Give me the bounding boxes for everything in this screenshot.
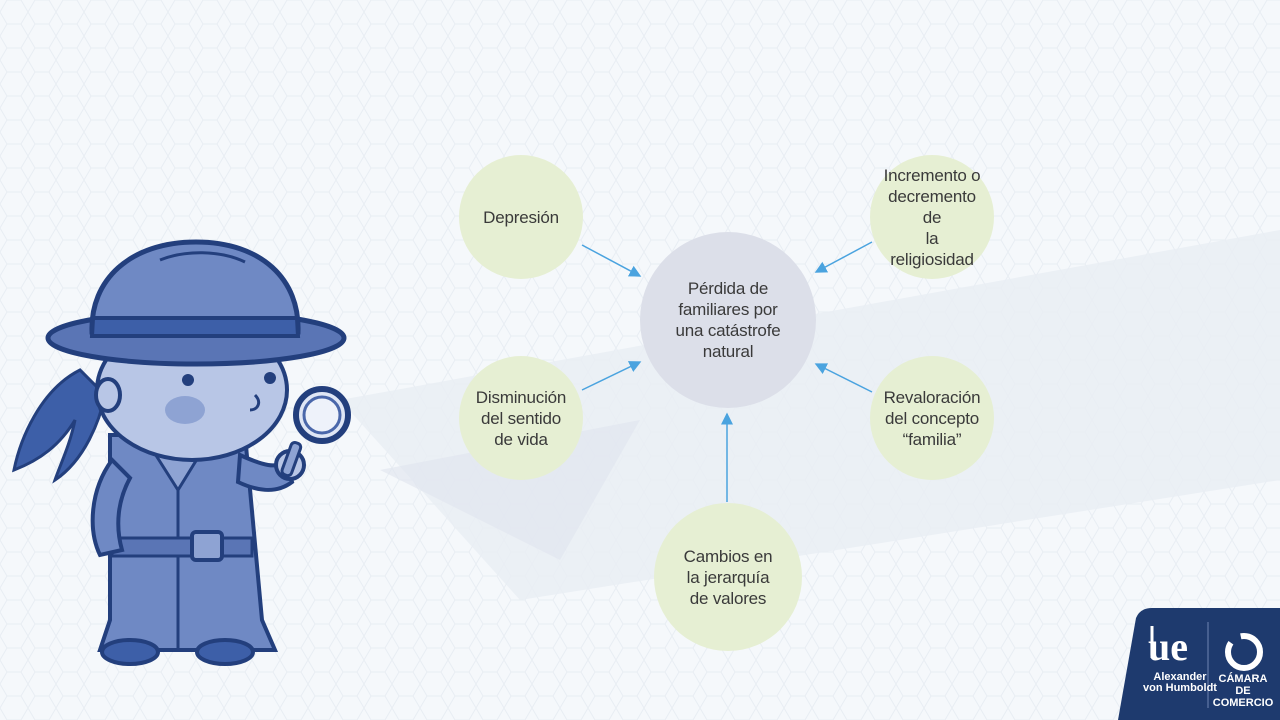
university-logo-icon: ue xyxy=(1148,624,1188,669)
node-label: Cambios en la jerarquía de valores xyxy=(683,546,773,608)
branding-panel: ue xyxy=(1118,608,1280,720)
svg-text:ue: ue xyxy=(1148,624,1188,669)
node-depresion: Depresión xyxy=(459,155,583,279)
diagram-center-node: Pérdida de familiares por una catástrofe… xyxy=(640,232,816,408)
node-valores: Cambios en la jerarquía de valores xyxy=(654,503,802,651)
node-sentido: Disminución del sentido de vida xyxy=(459,356,583,480)
node-label: Disminución del sentido de vida xyxy=(475,387,567,449)
node-label: Revaloración del concepto “familia” xyxy=(883,387,981,449)
node-label: Depresión xyxy=(483,207,559,227)
node-familia: Revaloración del concepto “familia” xyxy=(870,356,994,480)
chamber-logo-icon xyxy=(1225,633,1263,671)
university-name: Alexander von Humboldt xyxy=(1143,671,1217,694)
detective-illustration xyxy=(11,239,351,666)
center-node-label: Pérdida de familiares por una catástrofe… xyxy=(675,279,781,361)
node-label: Incremento o decremento de la religiosid… xyxy=(883,165,981,269)
node-religiosidad: Incremento o decremento de la religiosid… xyxy=(870,155,994,279)
chamber-name: CÁMARA DE COMERCIO xyxy=(1212,673,1274,709)
